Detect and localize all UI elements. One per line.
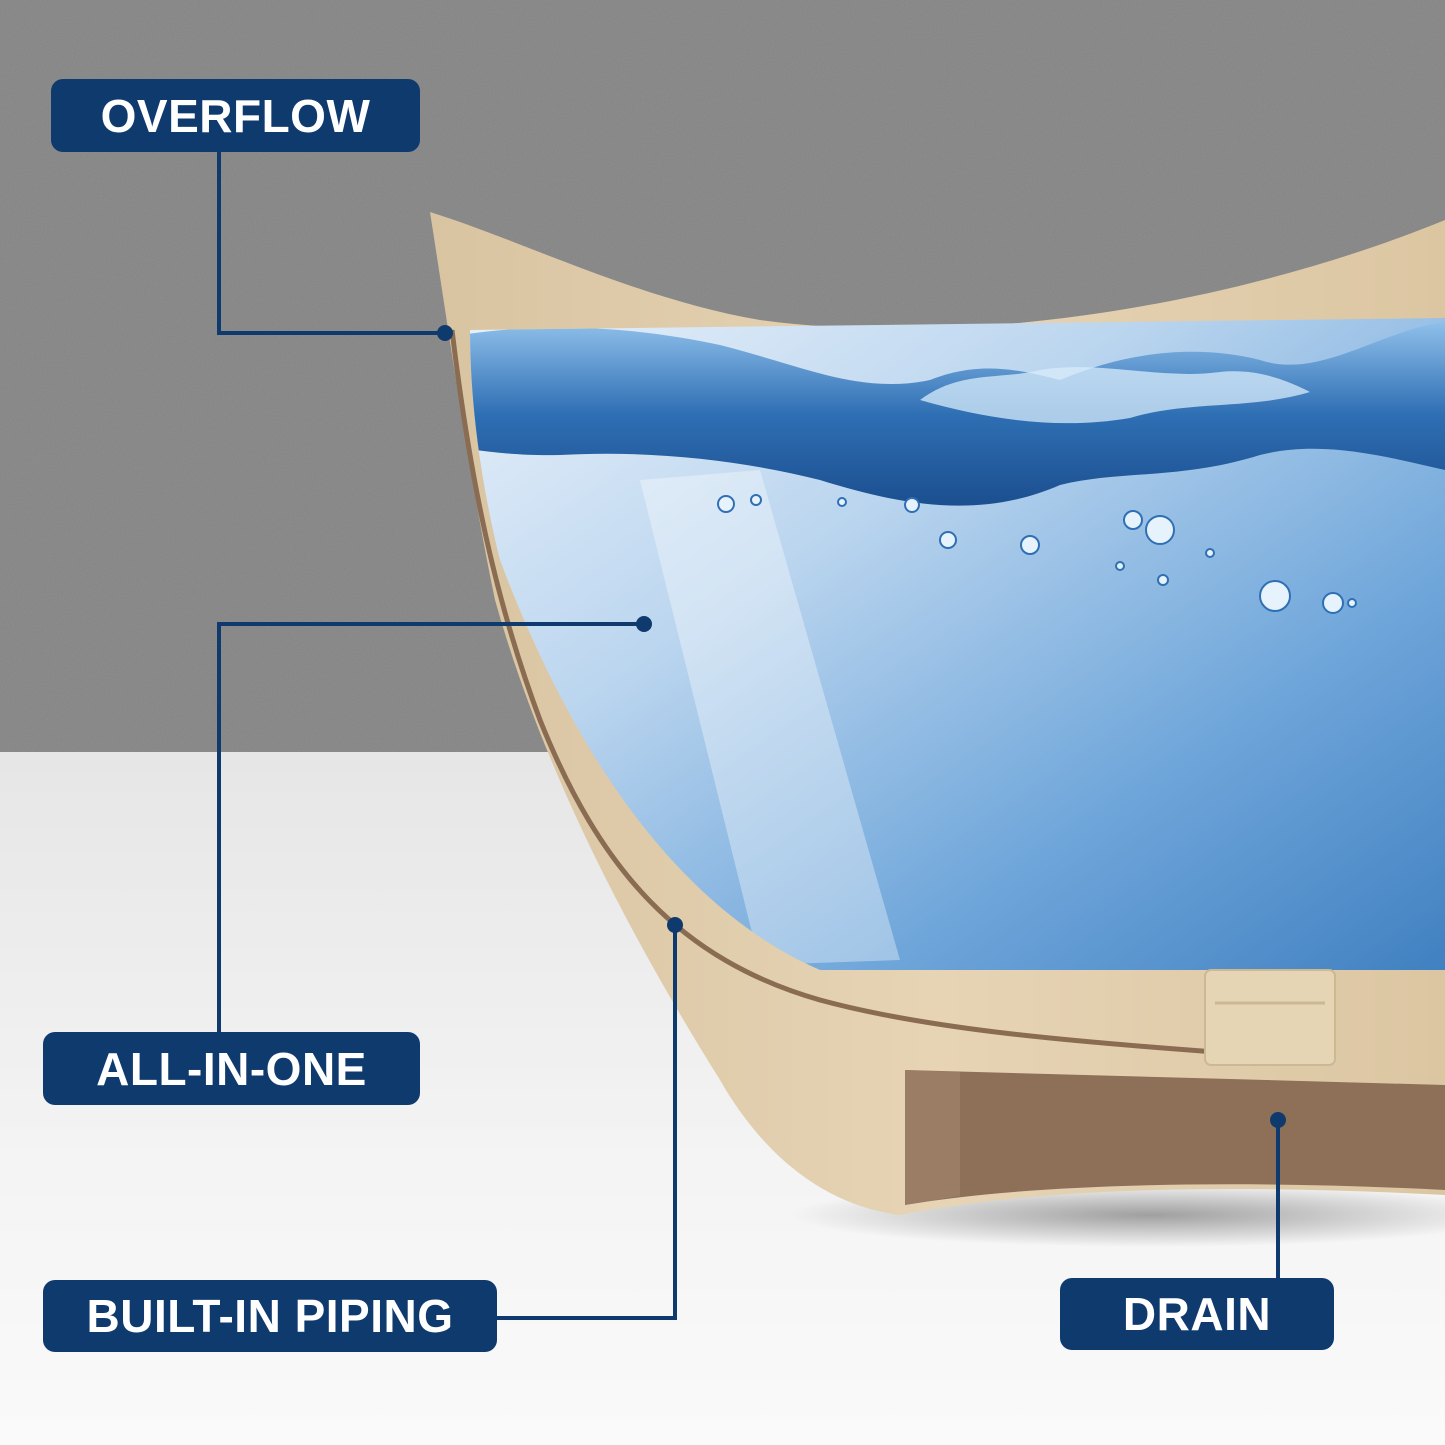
water-light-ray (640, 470, 900, 965)
leader-lines (217, 152, 1280, 1320)
callout-all-in-one: ALL-IN-ONE (43, 1032, 420, 1105)
leader-dots (437, 325, 1286, 1128)
dot-drain (1270, 1112, 1286, 1128)
water-wave (470, 322, 1445, 506)
piping-channel-line (449, 329, 1216, 1055)
dot-all-in-one (636, 616, 652, 632)
leader-all-in-one (217, 622, 644, 1032)
tub-base-cavity (905, 1070, 1445, 1205)
leader-overflow (217, 152, 445, 335)
water-wave-foam (920, 367, 1310, 424)
leader-piping (497, 925, 677, 1320)
dot-piping (667, 917, 683, 933)
callout-drain: DRAIN (1060, 1278, 1334, 1350)
tub-base-cavity-highlight (905, 1070, 960, 1205)
water-bubbles (717, 494, 1357, 614)
callout-overflow: OVERFLOW (51, 79, 420, 152)
dot-overflow (437, 325, 453, 341)
callout-built-in-piping: BUILT-IN PIPING (43, 1280, 497, 1352)
drain-fitting (1204, 969, 1336, 1066)
